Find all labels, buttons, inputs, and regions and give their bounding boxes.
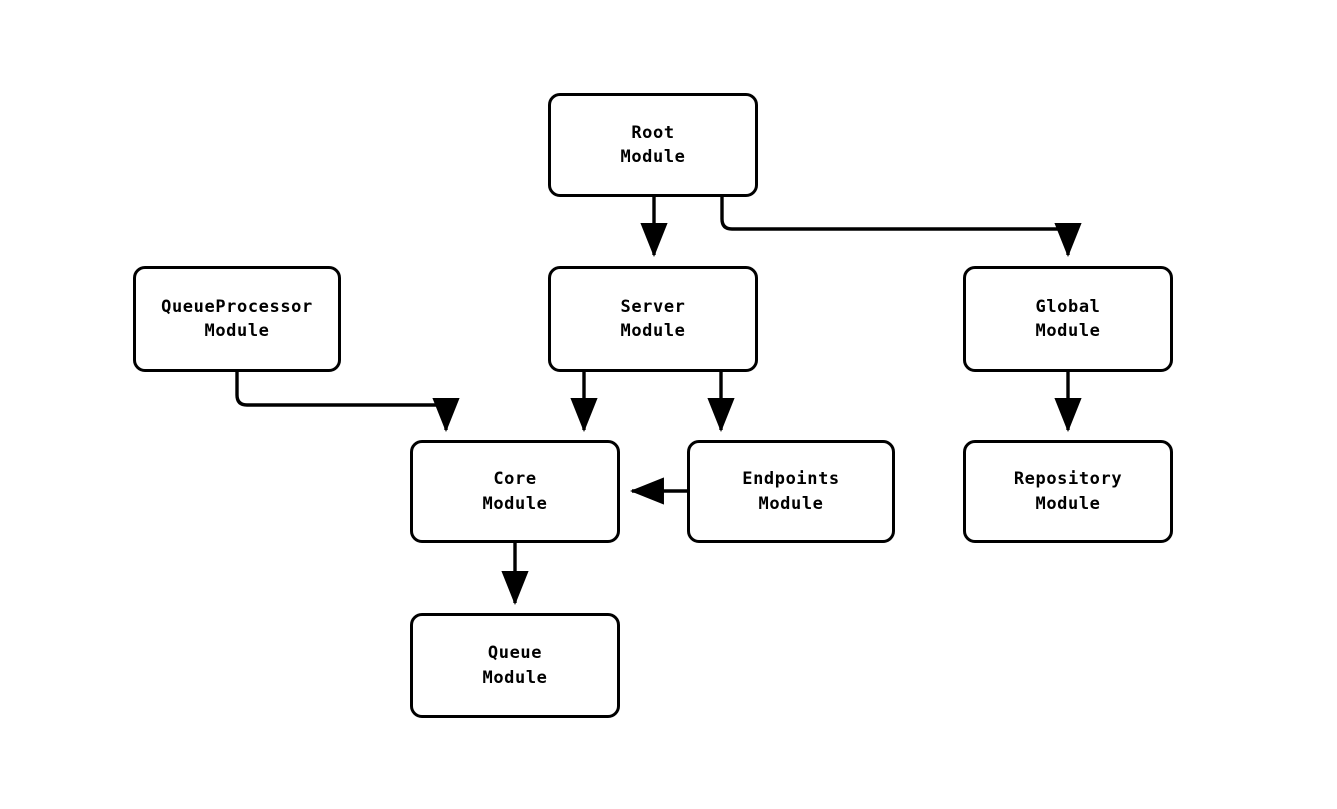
node-repository-subtitle: Module [1035, 493, 1101, 514]
node-queue_processor-title: QueueProcessor [161, 296, 313, 317]
node-server-title: Server [620, 296, 686, 317]
node-queue-subtitle: Module [482, 667, 548, 688]
node-queue-title: Queue [487, 643, 543, 664]
edge-queueprocessor-to-core [235, 372, 460, 433]
node-core-title: Core [493, 469, 537, 490]
edge-root-to-global [720, 197, 1082, 258]
node-server-subtitle: Module [620, 321, 686, 341]
node-global-subtitle: Module [1035, 321, 1101, 341]
node-core-subtitle: Module [482, 493, 548, 514]
node-repository-title: Repository [1013, 469, 1123, 490]
node-queue_processor-subtitle: Module [204, 321, 270, 341]
node-endpoints-subtitle: Module [758, 493, 824, 514]
node-root-title: Root [631, 122, 675, 143]
node-root-subtitle: Module [620, 147, 686, 167]
node-endpoints-title: Endpoints [742, 469, 840, 490]
node-global-title: Global [1035, 296, 1101, 317]
